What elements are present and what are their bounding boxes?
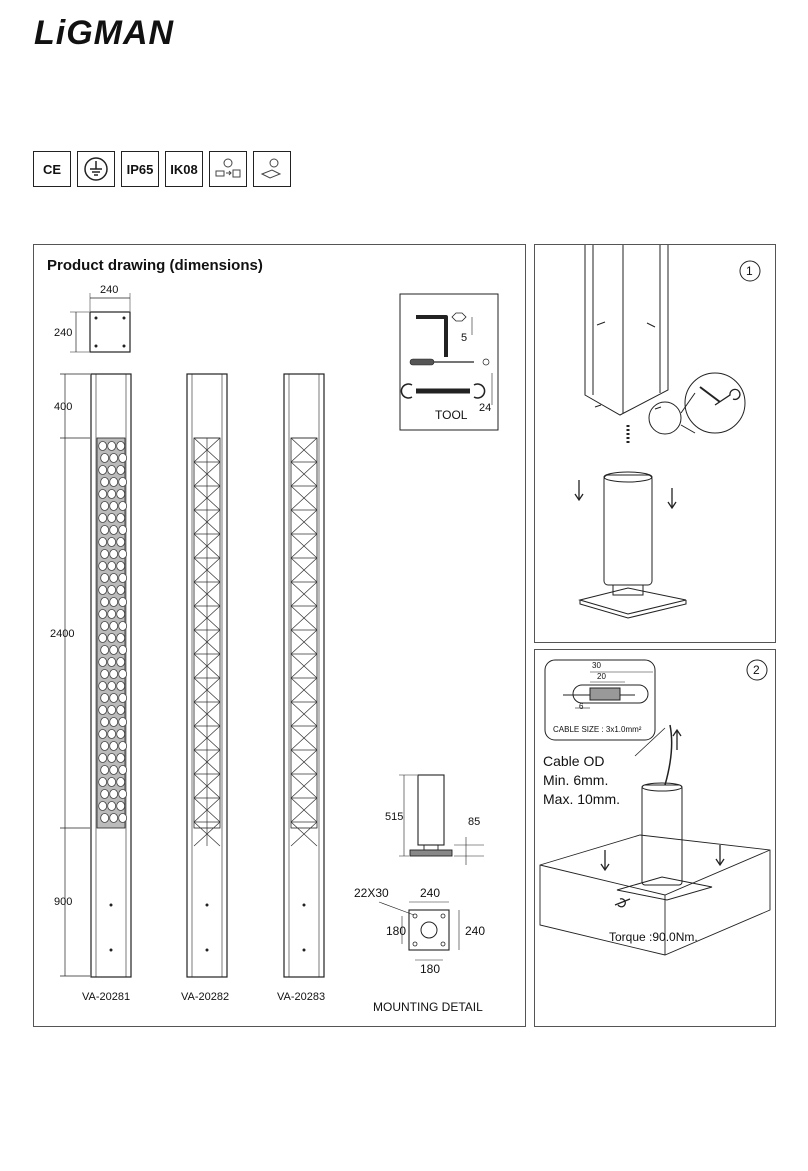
anchor-side-view	[399, 774, 484, 865]
plate-width: 240	[420, 886, 441, 900]
hole-height: 180	[386, 924, 407, 938]
cable-length-20: 20	[597, 672, 606, 681]
panel-title: Product drawing (dimensions)	[47, 257, 263, 274]
pole-va-20281	[90, 373, 132, 978]
mounting-detail-label: MOUNTING DETAIL	[373, 1000, 483, 1014]
step1-number: 1	[746, 264, 753, 278]
plate-height: 240	[465, 924, 486, 938]
tool-label: TOOL	[435, 408, 468, 422]
certification-icons: CE IP65 IK08	[33, 151, 291, 187]
model-label-2: VA-20282	[181, 991, 230, 1003]
cable-od-max: Max. 10mm.	[543, 791, 621, 807]
earth-ground-icon	[77, 151, 115, 187]
recycling-symbol-icon	[209, 151, 247, 187]
hole-width: 180	[420, 962, 441, 976]
step2-panel: 2 30 20 6 CABLE SIZE : 3x1.0mm² Cable OD…	[534, 649, 776, 1027]
product-drawing-panel: Product drawing (dimensions)	[33, 244, 526, 1027]
anchor-height: 515	[385, 811, 404, 823]
battery-disposal-icon	[253, 151, 291, 187]
top-view	[70, 293, 131, 353]
cable-length-6: 6	[579, 702, 584, 711]
ip-rating-badge: IP65	[121, 151, 159, 187]
ce-mark-icon: CE	[33, 151, 71, 187]
wrench-size: 24	[479, 402, 492, 414]
height-dimension-lines	[60, 373, 90, 977]
model-label-1: VA-20281	[82, 991, 131, 1003]
step2-illustration	[539, 659, 771, 956]
bolt-size: 22X30	[354, 886, 389, 900]
pole-va-20283	[283, 373, 325, 978]
cable-size-label: CABLE SIZE : 3x1.0mm²	[553, 725, 642, 734]
pole-va-20282	[186, 373, 228, 978]
hex-key-size: 5	[461, 332, 468, 344]
height-middle: 2400	[50, 628, 75, 640]
brand-logo: LiGMAN	[34, 14, 175, 52]
ik-rating-badge: IK08	[165, 151, 203, 187]
top-view-depth: 240	[54, 327, 73, 339]
cable-od-min: Min. 6mm.	[543, 772, 609, 788]
anchor-flange: 85	[468, 816, 481, 828]
step1-illustration	[574, 245, 761, 619]
step1-panel: 1	[534, 244, 776, 643]
height-bottom: 900	[54, 896, 73, 908]
model-label-3: VA-20283	[277, 991, 326, 1003]
cable-length-30: 30	[592, 661, 601, 670]
step2-number: 2	[753, 663, 760, 677]
height-top: 400	[54, 401, 73, 413]
mounting-plate-view	[378, 901, 460, 961]
product-drawing-svg	[60, 293, 499, 978]
cable-od-title: Cable OD	[543, 753, 605, 769]
top-view-width: 240	[100, 284, 119, 296]
torque-label: Torque :90.0Nm.	[609, 930, 698, 944]
tool-box	[399, 293, 499, 431]
